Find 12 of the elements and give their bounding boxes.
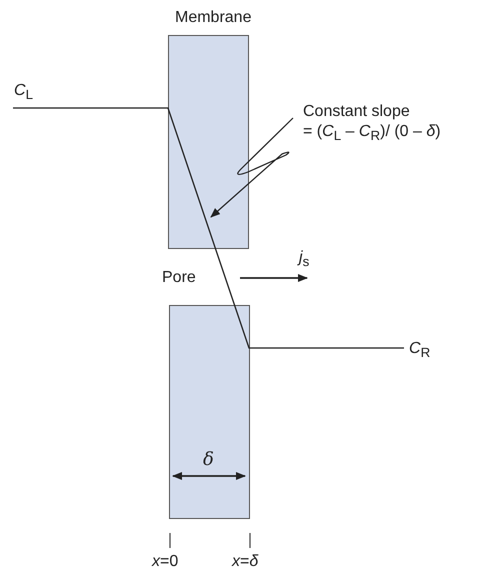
position-label: x=0 <box>152 552 178 572</box>
membrane-block <box>169 305 250 519</box>
concentration-label: C$_{L}$ <box>14 81 33 104</box>
membrane-block <box>168 35 249 249</box>
thickness-label: δ <box>203 450 214 470</box>
flux-label: j$_{s}$ <box>299 248 310 272</box>
position-label: x=δ <box>232 552 258 572</box>
slope-annotation: Constant slope = (C$_{L}$ – C$_{R}$)/ (0 – δ) <box>303 102 441 146</box>
membrane-label: Membrane <box>175 8 252 28</box>
pore-label: Pore <box>162 268 196 288</box>
leader-line <box>210 118 294 218</box>
concentration-label: C$_{R}$ <box>409 339 430 362</box>
